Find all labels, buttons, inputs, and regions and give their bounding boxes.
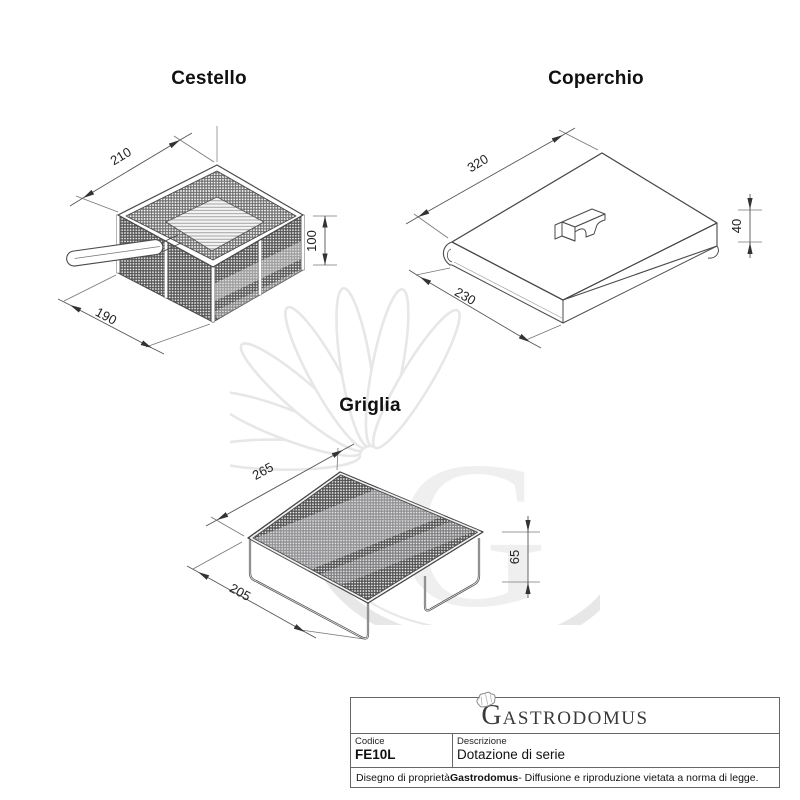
- basket-handle: [66, 239, 164, 267]
- grid-legs: [248, 538, 481, 640]
- svg-text:210: 210: [108, 144, 134, 168]
- title-griglia: Griglia: [339, 395, 401, 416]
- title-block-fields: Codice FE10L Descrizione Dotazione di se…: [351, 734, 779, 768]
- coperchio-drawing: 320 230 40: [405, 127, 762, 349]
- descrizione-value: Dotazione di serie: [457, 747, 566, 762]
- gastrodomus-logo: GASTRODOMUS: [476, 691, 649, 733]
- basket-floor: [165, 196, 265, 252]
- copyright-prefix: Disegno di proprietà: [356, 771, 450, 784]
- copyright-suffix: - Diffusione e riproduzione vietata a no…: [518, 771, 759, 784]
- copyright-brand: Gastrodomus: [449, 771, 519, 784]
- title-cestello: Cestello: [171, 68, 247, 89]
- lid-handle: [554, 208, 606, 242]
- descrizione-cell: Descrizione Dotazione di serie: [453, 734, 779, 767]
- dim-griglia-65: 65: [502, 516, 540, 598]
- svg-text:230: 230: [452, 284, 478, 308]
- dim-cestello-100: 100: [304, 215, 337, 266]
- svg-text:100: 100: [304, 230, 319, 252]
- dim-coperchio-40: 40: [729, 194, 762, 258]
- grid-mesh: [247, 471, 484, 604]
- title-block-logo-row: GASTRODOMUS: [351, 691, 779, 734]
- lid-body: [442, 152, 719, 324]
- logo-rest: ASTRODOMUS: [502, 708, 649, 729]
- svg-text:40: 40: [729, 219, 744, 233]
- dim-coperchio-320: 320: [405, 127, 599, 239]
- title-coperchio: Coperchio: [548, 68, 644, 89]
- chef-hat-icon: [476, 691, 497, 708]
- griglia-drawing: 265 205 65: [186, 443, 540, 640]
- svg-text:190: 190: [93, 304, 119, 327]
- basket-rim: [117, 164, 304, 268]
- cestello-drawing: 210 190 100: [57, 126, 337, 355]
- logo-initial: G: [481, 700, 503, 731]
- descrizione-label: Descrizione: [457, 736, 507, 747]
- codice-cell: Codice FE10L: [351, 734, 453, 767]
- copyright-note: Disegno di proprietà Gastrodomus - Diffu…: [351, 768, 779, 787]
- codice-value: FE10L: [355, 747, 396, 762]
- svg-text:320: 320: [465, 151, 491, 175]
- codice-label: Codice: [355, 736, 385, 747]
- title-block: GASTRODOMUS Codice FE10L Descrizione Dot…: [350, 691, 780, 788]
- svg-text:65: 65: [507, 550, 522, 564]
- svg-text:265: 265: [250, 459, 276, 483]
